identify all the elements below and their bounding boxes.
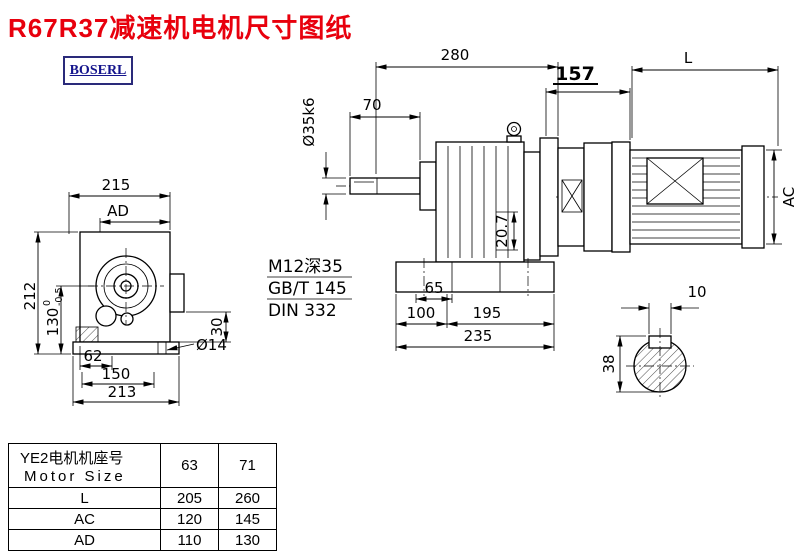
table-header-label: YE2电机机座号 Motor Size (8, 443, 161, 488)
dim-30: 30 (208, 317, 226, 336)
table-header-en: Motor Size (24, 467, 126, 485)
table-header-cn: YE2电机机座号 (20, 449, 124, 467)
callout-m12: M12深35 (268, 257, 343, 277)
dim-130-tol-upper: 0 (42, 300, 53, 306)
dim-20-7: 20.7 (493, 214, 511, 247)
base-foot (395, 261, 555, 293)
row-value: 205 (160, 487, 219, 509)
mounting-foot (72, 341, 180, 355)
dim-shaft-dia: Ø35k6 (300, 97, 318, 146)
dim-L: L (684, 49, 693, 67)
motor-view: 157 L AC (545, 49, 798, 253)
row-label: AD (8, 529, 161, 551)
section-hatch (75, 326, 99, 343)
row-value: 260 (218, 487, 277, 509)
dim-65: 65 (424, 279, 443, 297)
dim-62: 62 (83, 347, 102, 365)
dim-215: 215 (102, 176, 131, 194)
output-shaft (349, 177, 421, 195)
rear-flange (523, 151, 541, 261)
dim-130: 130 (44, 308, 62, 337)
motor-flange (611, 141, 631, 253)
shaft-section: 10 38 (600, 283, 707, 400)
dim-70: 70 (362, 96, 381, 114)
row-label: L (8, 487, 161, 509)
side-boss (169, 273, 185, 313)
row-value: 120 (160, 508, 219, 530)
dim-dia14: Ø14 (196, 336, 227, 354)
dim-AC: AC (780, 187, 798, 207)
side-view: 280 70 Ø35k6 M12深35 GB/T 145 DIN 332 (267, 46, 560, 351)
dim-212: 212 (21, 282, 39, 311)
table-row-L: L 205 260 (8, 487, 277, 509)
table-header-col-63: 63 (160, 443, 219, 488)
table-row-AD: AD 110 130 (8, 529, 277, 551)
row-value: 110 (160, 529, 219, 551)
bearing-hub (419, 161, 437, 211)
dim-235: 235 (464, 327, 493, 345)
boserl-logo-text: BOSERL (69, 62, 127, 78)
motor-size-table: YE2电机机座号 Motor Size 63 71 L 205 260 AC 1… (8, 443, 277, 551)
dim-213: 213 (108, 383, 137, 401)
dim-38: 38 (600, 354, 618, 373)
table-row-AC: AC 120 145 (8, 508, 277, 530)
lifting-eye (506, 121, 522, 137)
row-value: 145 (218, 508, 277, 530)
dim-157: 157 (555, 63, 595, 85)
motor-adapter (539, 137, 559, 257)
dim-280: 280 (441, 46, 470, 64)
coupling (561, 179, 583, 213)
gear-housing (435, 141, 525, 263)
dim-100: 100 (407, 304, 436, 322)
callout-din332: DIN 332 (268, 301, 337, 321)
dim-ad: AD (107, 202, 129, 220)
boserl-logo: BOSERL (63, 56, 133, 85)
table-header-col-71: 71 (218, 443, 277, 488)
oil-plug-circle (95, 305, 117, 327)
table-header-row: YE2电机机座号 Motor Size 63 71 (8, 443, 277, 488)
row-label: AC (8, 508, 161, 530)
dim-195: 195 (473, 304, 502, 322)
callout-gbt145: GB/T 145 (268, 279, 347, 299)
front-view: 215 AD 212 130 0 -0.5 62 (21, 176, 231, 406)
dim-130-tol-lower: -0.5 (54, 287, 65, 306)
dim-10: 10 (687, 283, 706, 301)
row-value: 130 (218, 529, 277, 551)
page-title: R67R37减速机电机尺寸图纸 (8, 13, 353, 43)
fan-cover (741, 145, 765, 249)
dim-150: 150 (102, 365, 131, 383)
